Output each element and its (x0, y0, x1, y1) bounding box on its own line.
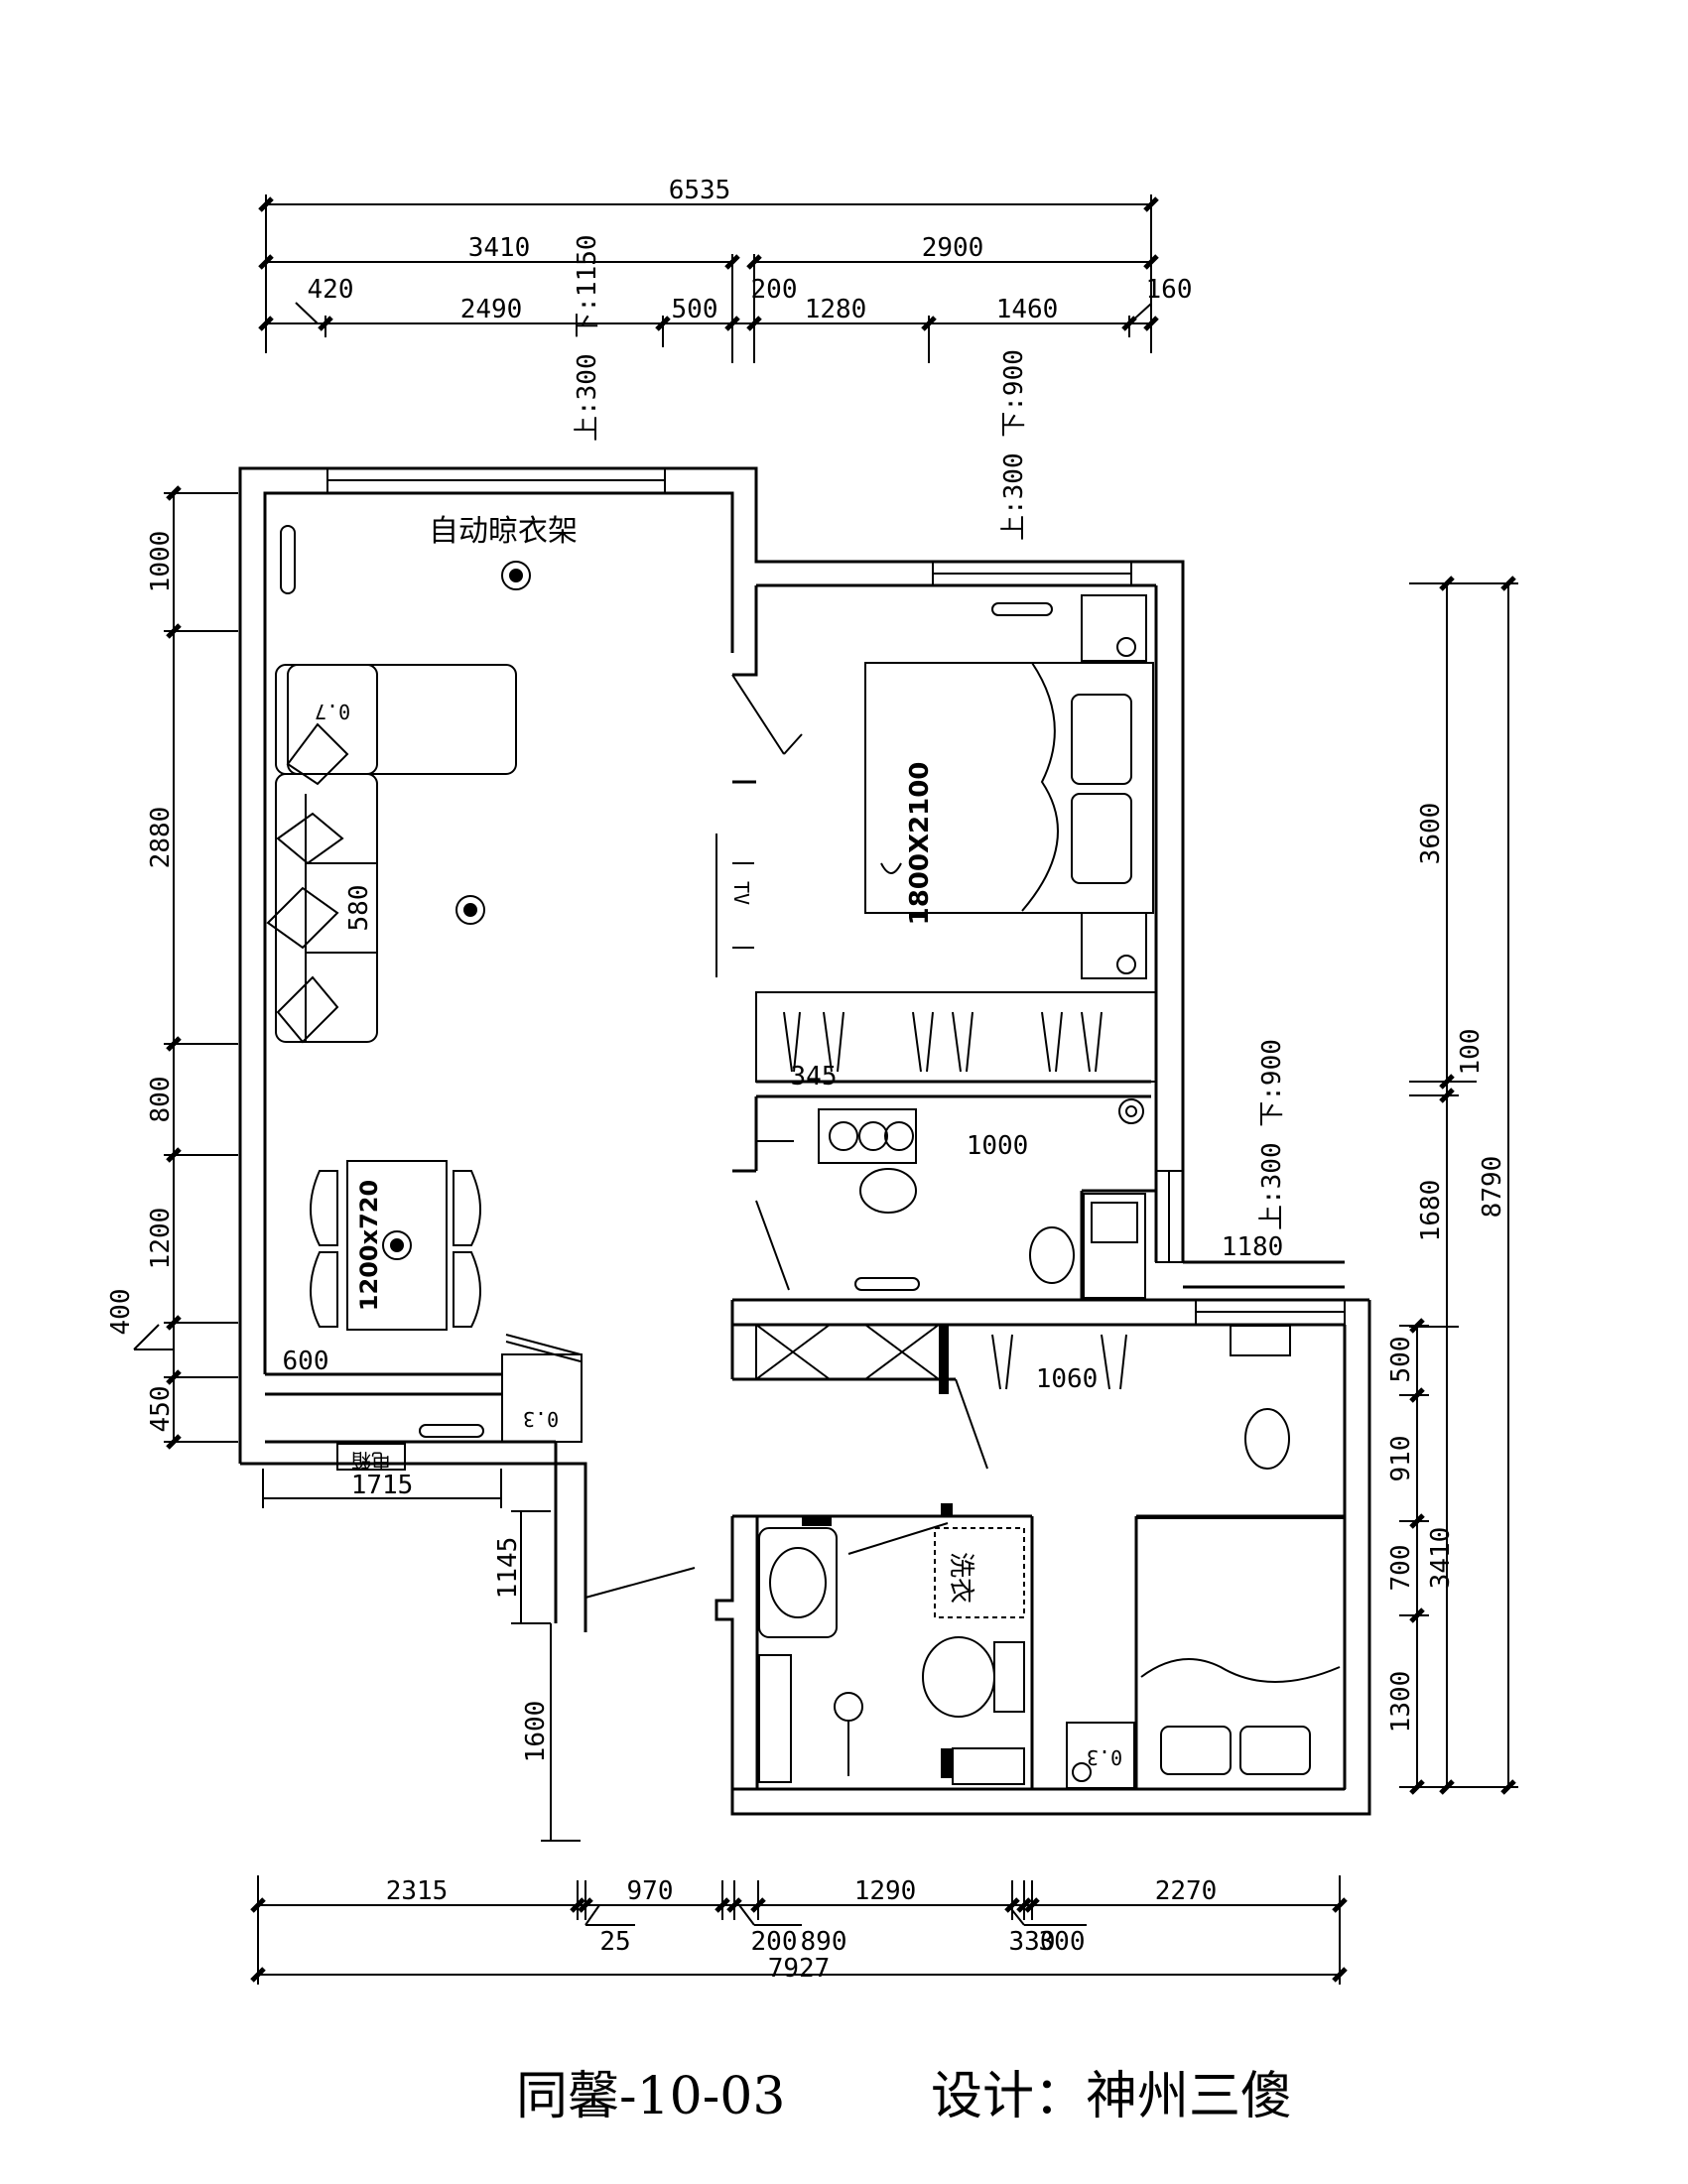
dim-inner-2: 580 (344, 885, 374, 932)
dim-overall-top: 6535 (669, 176, 731, 205)
dim-inner-3: 345 (791, 1062, 838, 1092)
inner-dimension-lines (262, 1469, 581, 1842)
walls (238, 466, 1371, 1816)
bathroom-fixtures-icon (758, 1527, 1025, 1785)
windows (326, 467, 1346, 1326)
dim-seg-2: 500 (672, 295, 718, 324)
drawing-title: 同馨-10-03 设计：神州三傻 (516, 2054, 1409, 2126)
shoe-cabinet-icon (501, 1334, 583, 1443)
washer-label: 洗衣 (946, 1552, 975, 1604)
dim-inner-5: 1180 (1222, 1232, 1284, 1262)
dim-left-group: 3410 (468, 233, 531, 263)
dim-bottom-small-4: 300 (1039, 1927, 1086, 1957)
bedroom-window-note: 上:300 下:900 (999, 349, 1029, 541)
dim-left-7: 1600 (521, 1701, 551, 1763)
meter-box-icon (336, 1443, 406, 1471)
bedside-cabinet-label: 0.3 (1087, 1745, 1122, 1769)
dim-seg-5: 1460 (996, 295, 1059, 324)
sofa-icon (266, 664, 517, 1044)
dim-right-8: 1300 (1386, 1671, 1416, 1734)
dim-bottom-1: 970 (627, 1876, 674, 1906)
dim-left-6: 1145 (493, 1537, 523, 1600)
sink-icon (1083, 1098, 1146, 1299)
dim-left-0: 1000 (146, 531, 176, 593)
ceiling-light-icon (382, 561, 531, 1260)
cabinet-label: 0.3 (523, 1407, 559, 1431)
doors (584, 674, 988, 1599)
person-icon (859, 1168, 1290, 1470)
dining-table-icon (310, 1160, 481, 1331)
dim-right-7: 700 (1386, 1545, 1416, 1592)
tv-unit-icon (715, 834, 754, 977)
dim-right-3: 8790 (1478, 1156, 1507, 1219)
left-dimension-labels: 1000 2880 800 1200 400 450 1145 1600 (106, 531, 551, 1763)
dim-seg-3: 200 (751, 275, 798, 305)
dim-left-4: 400 (106, 1289, 136, 1336)
dim-seg-4: 1280 (805, 295, 867, 324)
project-name: 同馨-10-03 (516, 2067, 786, 2126)
dim-bottom-small-0: 25 (599, 1927, 630, 1957)
sofa-depth-label: 0.7 (315, 700, 350, 723)
dim-seg-0: 420 (308, 275, 354, 305)
drying-rack-label: 自动晾衣架 (429, 514, 578, 549)
designer-credit: 设计：神州三傻 (931, 2067, 1293, 2126)
inner-dimension-labels: 1715 600 580 345 1000 1180 1060 (283, 885, 1284, 1500)
right-dimension-ticks (1409, 576, 1516, 1795)
corridor-cabinet-icon (755, 1324, 1291, 1390)
dim-right-6: 3410 (1426, 1527, 1456, 1590)
balcony-window-note: 上:300 下:1150 (573, 234, 602, 442)
radiator-icon (280, 525, 1053, 1438)
bottom-dimension-labels: 2315 970 1290 2270 25 200 890 330 300 79… (386, 1876, 1218, 1984)
window-notes: 上:300 下:1150 上:300 下:900 上:300 下:900 (573, 234, 1287, 1230)
dim-bottom-overall: 7927 (768, 1954, 831, 1984)
dim-right-1: 100 (1456, 1029, 1486, 1076)
bottom-dimension-ticks (250, 1897, 1348, 1983)
dim-bottom-small-3: 330 (1009, 1927, 1056, 1957)
dim-left-5: 450 (146, 1386, 176, 1433)
wall-fills (802, 1325, 953, 1778)
dim-inner-4: 1000 (967, 1131, 1029, 1161)
room-labels: 自动晾衣架 1800X2100 1200x720 TV 洗衣 0.7 0.3 0… (315, 514, 1122, 1769)
dim-seg-6: 160 (1146, 275, 1193, 305)
bedside-table-icon (1081, 594, 1147, 979)
dim-left-2: 800 (146, 1077, 176, 1123)
top-dimension-lines (265, 194, 1152, 363)
dim-right-0: 3600 (1416, 803, 1446, 865)
second-bed-icon (1066, 1517, 1346, 1790)
dim-right-2: 1680 (1416, 1180, 1446, 1242)
top-dimension-ticks (258, 196, 1159, 331)
dim-bottom-3: 2270 (1155, 1876, 1218, 1906)
dim-left-3: 1200 (146, 1208, 176, 1270)
master-bed-icon (864, 662, 1154, 914)
dim-bottom-small-2: 890 (801, 1927, 847, 1957)
tv-label: TV (729, 881, 753, 905)
wardrobe-icon (755, 991, 1157, 1083)
table-size-label: 1200x720 (355, 1180, 383, 1311)
dim-right-group: 2900 (922, 233, 984, 263)
bed-size-label: 1800X2100 (905, 762, 935, 926)
right-dimension-labels: 3600 100 1680 8790 500 910 3410 700 1300 (1386, 803, 1507, 1734)
dim-inner-1: 600 (283, 1347, 329, 1376)
stove-icon (818, 1108, 917, 1164)
dim-bottom-0: 2315 (386, 1876, 449, 1906)
dim-bottom-2: 1290 (854, 1876, 917, 1906)
dim-bottom-small-1: 200 (751, 1927, 798, 1957)
left-dimension-ticks (166, 485, 182, 1450)
dim-inner-6: 1060 (1036, 1364, 1099, 1394)
dim-inner-0: 1715 (351, 1471, 414, 1500)
dim-right-4: 500 (1386, 1337, 1416, 1383)
top-dimension-labels: 6535 3410 2900 420 2490 500 200 1280 146… (308, 176, 1193, 324)
dim-left-1: 2880 (146, 807, 176, 869)
kitchen-window-note: 上:300 下:900 (1257, 1039, 1287, 1230)
bottom-dimension-lines (257, 1875, 1341, 1985)
left-dimension-lines (133, 492, 238, 1443)
dim-seg-1: 2490 (460, 295, 523, 324)
dim-right-5: 910 (1386, 1436, 1416, 1482)
meter-box-label: 电箱 (351, 1449, 391, 1473)
